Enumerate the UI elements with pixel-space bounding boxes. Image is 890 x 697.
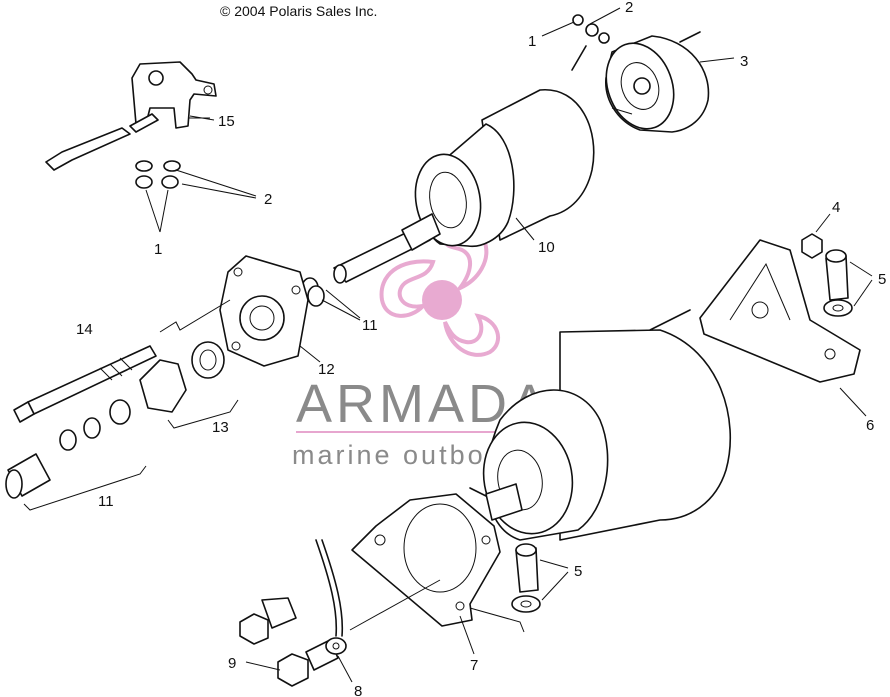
callout-2-left: 2 — [264, 191, 272, 208]
leader-2-left-b — [181, 183, 257, 199]
leader-7-b — [349, 579, 441, 631]
part-14-long-bolt — [13, 345, 157, 423]
bracket-7 — [469, 607, 525, 633]
part-13-pinion — [139, 341, 225, 413]
callout-11-lower: 11 — [98, 493, 114, 510]
leader-3 — [699, 57, 735, 63]
copyright-text: © 2004 Polaris Sales Inc. — [220, 3, 377, 19]
leader-15 — [189, 115, 215, 121]
callout-14: 14 — [76, 321, 93, 338]
part-8-wire-terminal — [315, 539, 347, 655]
leader-12 — [299, 345, 321, 363]
part-5-lower-screw — [511, 543, 541, 613]
part-3-end-cap — [571, 14, 710, 133]
callout-12: 12 — [318, 361, 335, 378]
leader-5-lower-b — [541, 571, 569, 601]
part-12-end-plate — [219, 255, 309, 367]
callout-11-upper: 11 — [362, 317, 378, 334]
part-5-upper-screw — [823, 249, 853, 317]
part-11-lower-parts — [5, 399, 131, 499]
part-4-nut — [801, 233, 823, 259]
callout-15: 15 — [218, 113, 235, 130]
leader-1-left — [145, 189, 161, 233]
callout-7: 7 — [470, 657, 478, 674]
callout-1-left: 1 — [154, 241, 162, 258]
leader-8 — [337, 655, 353, 683]
leader-5-upper — [849, 261, 873, 277]
part-15-terminal-bracket — [45, 61, 217, 189]
leader-4 — [815, 213, 831, 233]
callout-4: 4 — [832, 199, 840, 216]
callout-5-lower: 5 — [574, 563, 582, 580]
part-6-mount-bracket — [699, 239, 861, 383]
leader-11-upper-b — [325, 289, 361, 319]
leader-10 — [515, 217, 535, 241]
leader-5-upper-b — [853, 279, 873, 307]
leader-2-left — [175, 169, 257, 197]
leader-9 — [245, 661, 281, 671]
leader-7 — [459, 615, 475, 655]
leader-1-left-b — [159, 189, 169, 233]
leader-11-upper — [321, 299, 361, 321]
bracket-11-lower — [23, 465, 147, 511]
callout-10: 10 — [538, 239, 555, 256]
callout-13: 13 — [212, 419, 229, 436]
callout-3: 3 — [740, 53, 748, 70]
leader-6 — [839, 387, 867, 417]
leader-5-lower — [539, 559, 569, 569]
part-10-armature — [333, 89, 595, 284]
callout-8: 8 — [354, 683, 362, 697]
callout-6: 6 — [866, 417, 874, 434]
leader-2-top — [589, 7, 621, 25]
callout-2-top: 2 — [625, 0, 633, 16]
part-9-bolts — [239, 597, 339, 687]
part-7-gasket — [351, 493, 501, 627]
bracket-13 — [167, 399, 239, 429]
leader-1-top — [541, 21, 575, 37]
bracket-14 — [159, 299, 231, 333]
callout-9: 9 — [228, 655, 236, 672]
callout-1-top: 1 — [528, 33, 536, 50]
part-motor-housing — [469, 309, 732, 541]
callout-5-upper: 5 — [878, 271, 886, 288]
